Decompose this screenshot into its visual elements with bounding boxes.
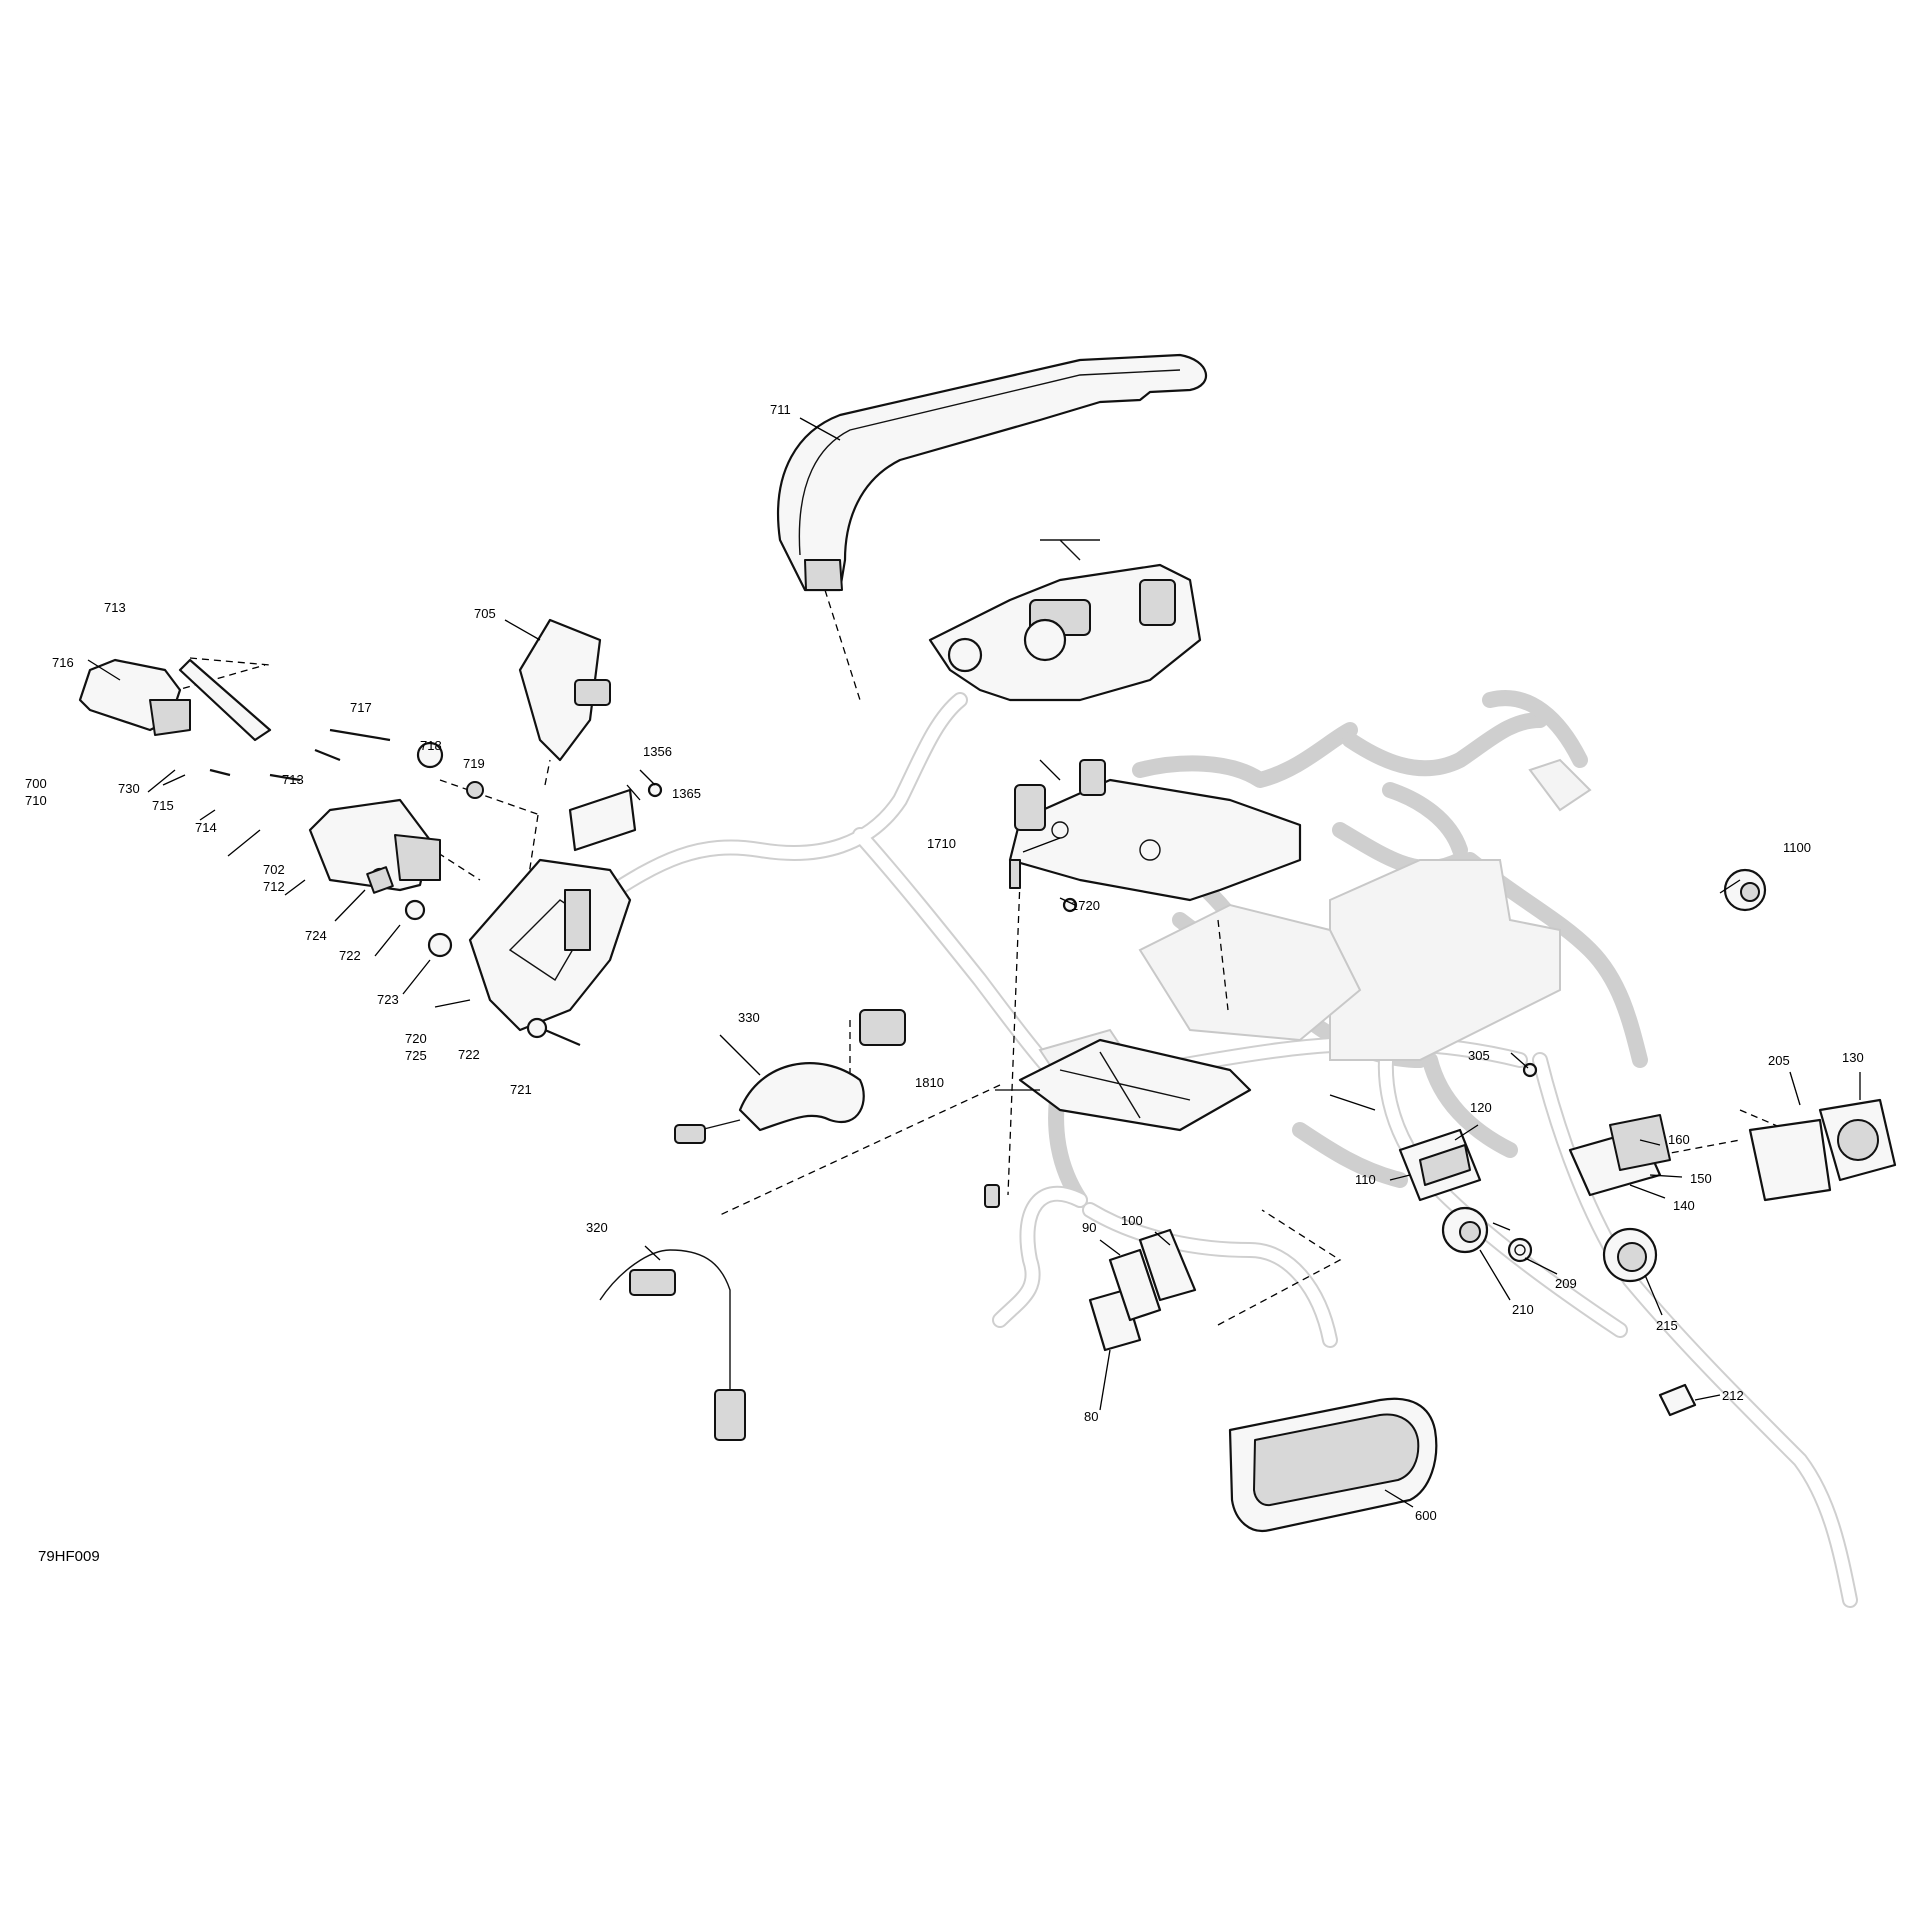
callout: 716 bbox=[52, 655, 74, 670]
callout: 305 bbox=[1468, 1048, 1490, 1063]
callout: 600 bbox=[1415, 1508, 1437, 1523]
callout: 717 bbox=[350, 700, 372, 715]
callout: 1100 bbox=[1783, 840, 1811, 855]
headlight-bracket-720 bbox=[468, 858, 632, 1032]
callout: 713 bbox=[104, 600, 126, 615]
callout-labels: 711 705 713 716 700 710 717 718 719 713 … bbox=[25, 402, 1864, 1523]
callout: 702 bbox=[263, 862, 285, 877]
callout: 1356 bbox=[643, 744, 672, 759]
callout: 320 bbox=[586, 1220, 608, 1235]
callout: 212 bbox=[1722, 1388, 1744, 1403]
callout: 730 bbox=[118, 781, 140, 796]
callout: 160 bbox=[1668, 1132, 1690, 1147]
connector-212 bbox=[1658, 1383, 1697, 1417]
callout: 711 bbox=[770, 402, 791, 417]
harness-320 bbox=[599, 1249, 746, 1441]
callout: 719 bbox=[463, 756, 485, 771]
callout: 712 bbox=[263, 879, 285, 894]
switch-panel-140-160 bbox=[1568, 1114, 1671, 1197]
callout: 1365 bbox=[672, 786, 701, 801]
callout: 713 bbox=[282, 772, 304, 787]
callout: 120 bbox=[1470, 1100, 1492, 1115]
clip-1356 bbox=[568, 788, 637, 852]
diagram-reference-code: 79HF009 bbox=[38, 1548, 100, 1565]
callout: 330 bbox=[738, 1010, 760, 1025]
nut-209 bbox=[1507, 1237, 1533, 1263]
callout: 705 bbox=[474, 606, 496, 621]
switches-80-90-100 bbox=[1088, 1228, 1197, 1352]
headlight-left-700 bbox=[78, 658, 272, 742]
grab-handle-711 bbox=[777, 353, 1208, 592]
callout: 90 bbox=[1082, 1220, 1096, 1235]
callout: 720 bbox=[405, 1031, 427, 1046]
callout: 724 bbox=[305, 928, 327, 943]
callout: 722 bbox=[458, 1047, 480, 1062]
fasteners bbox=[209, 728, 1538, 1208]
leader-lines bbox=[87, 417, 1861, 1508]
socket-210 bbox=[1441, 1206, 1489, 1254]
callout: 722 bbox=[339, 948, 361, 963]
callout: 1710 bbox=[927, 836, 956, 851]
callout: 700 bbox=[25, 776, 47, 791]
callout: 725 bbox=[405, 1048, 427, 1063]
ecm-frame-1810 bbox=[1018, 1038, 1252, 1132]
mounting-plate-1710 bbox=[1008, 759, 1302, 902]
callout: 140 bbox=[1673, 1198, 1695, 1213]
callout: 209 bbox=[1555, 1276, 1577, 1291]
callout: 215 bbox=[1656, 1318, 1678, 1333]
alignment-lines bbox=[159, 589, 1811, 1326]
callout: 1810 bbox=[915, 1075, 944, 1090]
callout: 718 bbox=[420, 738, 442, 753]
callout: 100 bbox=[1121, 1213, 1143, 1228]
headlight-right-702 bbox=[308, 798, 441, 892]
wiring-harness-ghost bbox=[592, 690, 1858, 1608]
display-600 bbox=[1228, 1397, 1438, 1533]
callout: 80 bbox=[1084, 1409, 1098, 1424]
callout: 714 bbox=[195, 820, 217, 835]
callout: 150 bbox=[1690, 1171, 1712, 1186]
callout: 721 bbox=[510, 1082, 532, 1097]
switch-panel-110-120 bbox=[1398, 1128, 1482, 1202]
callout: 723 bbox=[377, 992, 399, 1007]
callout: 715 bbox=[152, 798, 174, 813]
socket-215 bbox=[1602, 1227, 1658, 1283]
plate-205 bbox=[1748, 1118, 1832, 1202]
light-705 bbox=[518, 618, 611, 762]
callout: 1720 bbox=[1071, 898, 1100, 913]
socket-1100 bbox=[1723, 868, 1767, 912]
callout: 110 bbox=[1355, 1172, 1376, 1187]
front-bracket-assembly bbox=[928, 539, 1202, 702]
callout: 205 bbox=[1768, 1053, 1790, 1068]
switch-130 bbox=[1818, 1098, 1897, 1182]
callout: 710 bbox=[25, 793, 47, 808]
callout: 130 bbox=[1842, 1050, 1864, 1065]
sensor-330 bbox=[674, 1009, 906, 1144]
callout: 210 bbox=[1512, 1302, 1534, 1317]
